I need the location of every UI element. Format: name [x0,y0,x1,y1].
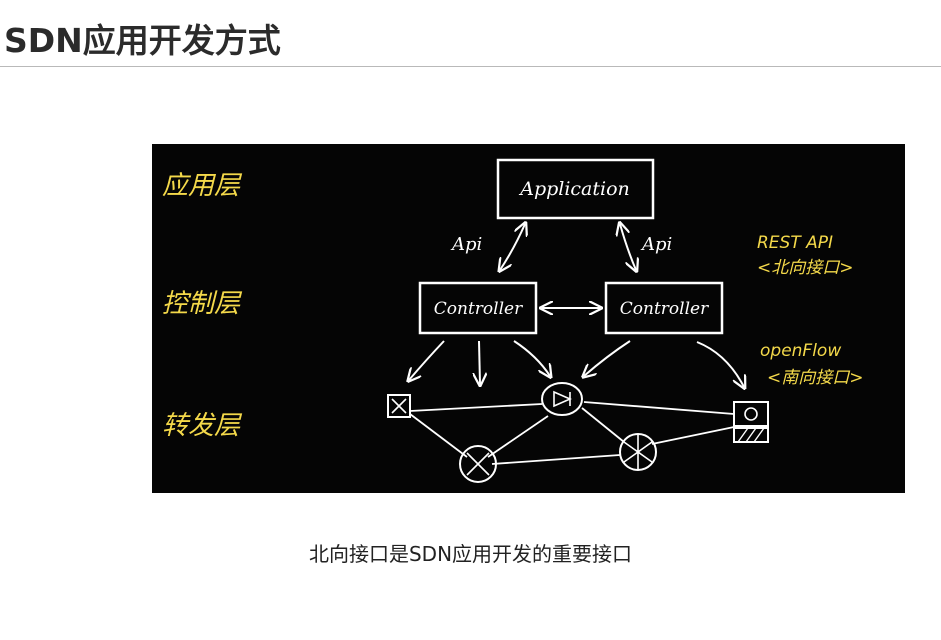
controller-left-label: Controller [434,299,523,319]
api-arrow-left [500,224,525,270]
application-box [496,158,655,220]
page-title: SDN应用开发方式 [4,21,281,60]
network-links [409,401,735,465]
host-device-right [733,401,769,443]
southbound-arrow-5 [696,341,744,387]
annotation-openflow: openFlow [760,341,841,361]
southbound-arrow-3 [513,340,550,376]
switch-circle-bottom-right [619,433,657,471]
switch-square-left [387,394,411,418]
layer-label-forwarding: 转发层 [162,411,243,441]
api-label-left: Api [450,234,482,255]
sdn-architecture-diagram: 应用层 控制层 转发层 Application Controller Contr… [152,144,905,493]
annotation-rest-api: REST API [757,233,833,253]
controller-right-label: Controller [620,299,709,319]
application-box-label: Application [518,178,630,200]
api-label-right: Api [640,234,672,255]
diagram-canvas: 应用层 控制层 转发层 Application Controller Contr… [162,158,864,483]
southbound-arrow-4 [584,340,631,376]
switch-circle-bottom-left [459,445,497,483]
southbound-arrow-1 [409,340,445,380]
annotation-northbound: <北向接口> [757,258,854,278]
slide-caption: 北向接口是SDN应用开发的重要接口 [308,542,633,566]
api-arrow-right [620,224,636,270]
southbound-arrow-2 [479,340,480,384]
layer-label-control: 控制层 [162,289,243,319]
title-divider [0,66,941,67]
controller-box-right [604,281,724,335]
annotation-southbound: <南向接口> [767,368,864,388]
layer-label-application: 应用层 [162,171,243,201]
controller-box-left [418,281,538,335]
switch-circle-top [541,382,583,416]
